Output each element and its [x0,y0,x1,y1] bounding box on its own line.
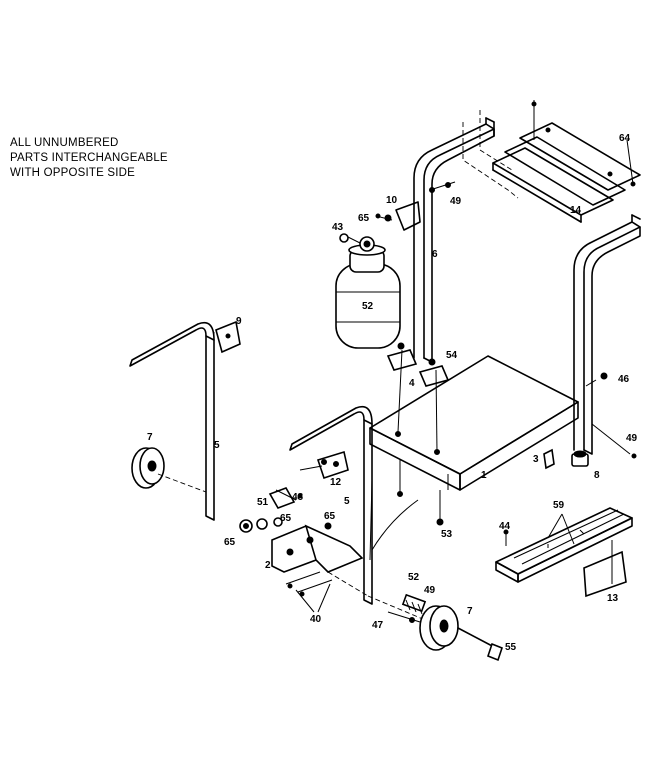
bottom-shelf [495,507,633,598]
axle-bracket [271,524,431,623]
callout-9: 9 [236,316,242,327]
callout-48: 48 [292,492,304,503]
callout-14: 14 [570,205,582,216]
propane-tank [335,233,401,349]
callout-52-tank: 52 [362,301,374,312]
right-wheel [419,605,503,662]
side-shelf [462,100,641,223]
callout-40: 40 [310,614,322,625]
callout-46: 46 [618,374,630,385]
callout-1: 1 [481,470,487,481]
rear-upright-right [573,214,641,455]
callout-4: 4 [409,378,415,389]
callout-49-top: 49 [450,196,462,207]
callout-51: 51 [257,497,269,508]
tank-retainer [386,342,450,453]
bottom-tray [369,355,579,526]
rear-upright-left [413,117,495,363]
callout-40-leaders [295,583,331,613]
callout-65-top: 65 [358,213,370,224]
left-leg-front [289,405,419,605]
callout-44: 44 [499,521,511,532]
callout-labels: 64 14 10 65 49 43 6 52 9 54 4 46 49 7 5 … [147,133,638,653]
callout-55: 55 [505,642,517,653]
callout-64: 64 [619,133,631,144]
callout-59: 59 [553,500,565,511]
spring-hardware [387,593,427,623]
callout-49-bottom: 49 [424,585,436,596]
callout-47: 47 [372,620,384,631]
callout-5-front: 5 [344,496,350,507]
callout-54: 54 [446,350,458,361]
callout-6: 6 [432,249,438,260]
left-leg-rear [129,320,241,521]
callout-12: 12 [330,477,342,488]
bracket-10 [375,181,456,231]
callout-8: 8 [594,470,600,481]
callout-5-rear: 5 [214,440,220,451]
callout-53: 53 [441,529,453,540]
callout-43: 43 [332,222,344,233]
callout-2: 2 [265,560,271,571]
callout-3: 3 [533,454,539,465]
interchangeable-parts-note: ALL UNNUMBERED PARTS INTERCHANGEABLE WIT… [10,136,168,181]
note-line-3: WITH OPPOSITE SIDE [10,167,136,179]
callout-10: 10 [386,195,398,206]
callout-52-spring: 52 [408,572,420,583]
left-wheel [131,447,207,493]
callout-7-right: 7 [467,606,473,617]
callout-7-left: 7 [147,432,153,443]
callout-13: 13 [607,593,619,604]
note-line-1: ALL UNNUMBERED [10,137,119,149]
callout-65-mid: 65 [280,513,292,524]
right-side-hardware [543,372,637,470]
callout-49-right: 49 [626,433,638,444]
callout-65-right: 65 [324,511,336,522]
left-hardware-group [239,487,332,533]
note-line-2: PARTS INTERCHANGEABLE [10,152,168,164]
callout-65-left: 65 [224,537,236,548]
